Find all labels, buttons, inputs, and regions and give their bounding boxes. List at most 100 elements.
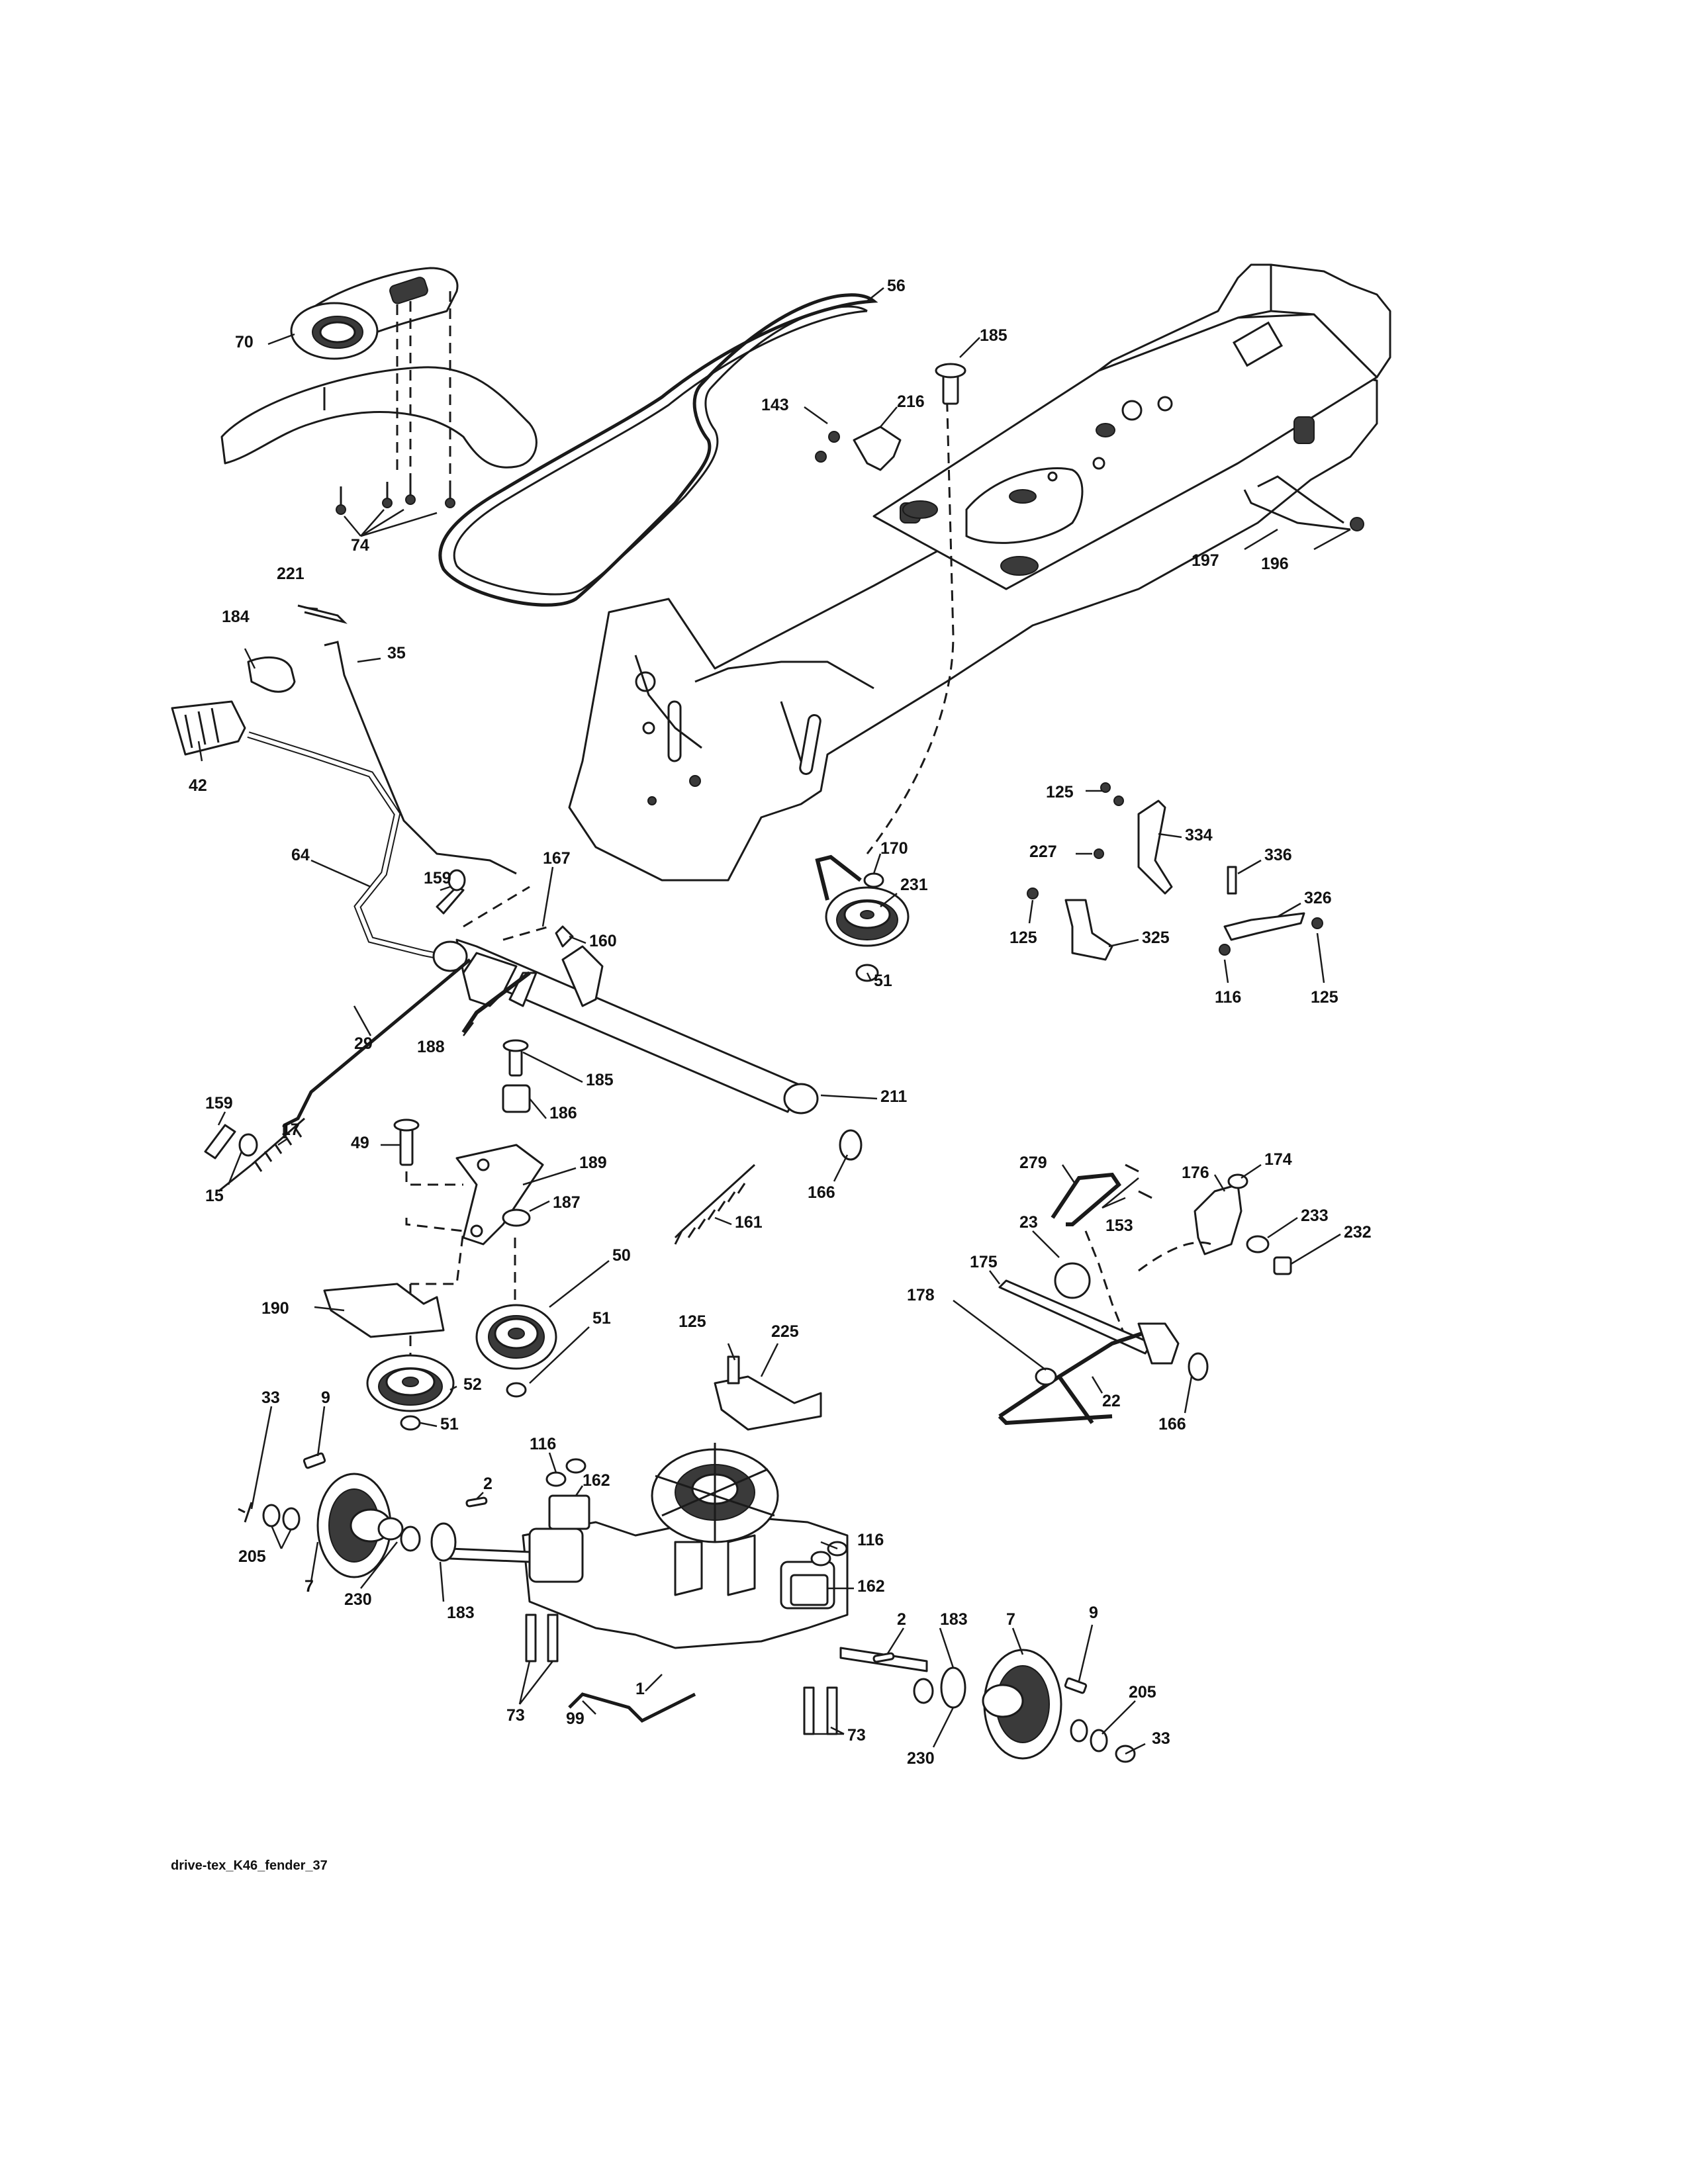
callout-225: 225 bbox=[771, 1322, 799, 1341]
pin-2-right bbox=[872, 1652, 895, 1663]
callout-326: 326 bbox=[1304, 889, 1332, 907]
callout-35: 35 bbox=[387, 644, 406, 662]
bracket-326 bbox=[1219, 866, 1323, 956]
callout-99: 99 bbox=[566, 1709, 585, 1728]
callout-125: 125 bbox=[1009, 929, 1037, 947]
callout-1: 1 bbox=[635, 1680, 645, 1698]
callout-2: 2 bbox=[897, 1610, 906, 1629]
callout-166: 166 bbox=[1158, 1415, 1186, 1433]
callout-22: 22 bbox=[1102, 1392, 1121, 1410]
callout-9: 9 bbox=[1089, 1604, 1098, 1622]
callout-183: 183 bbox=[447, 1604, 475, 1622]
bracket-216 bbox=[815, 426, 902, 471]
callout-334: 334 bbox=[1185, 826, 1213, 844]
callout-211: 211 bbox=[880, 1087, 907, 1106]
callout-15: 15 bbox=[205, 1187, 224, 1205]
callout-170: 170 bbox=[880, 839, 908, 858]
screw-74 bbox=[336, 477, 455, 515]
callout-187: 187 bbox=[553, 1193, 581, 1212]
callout-73: 73 bbox=[506, 1706, 525, 1725]
callout-190: 190 bbox=[261, 1299, 289, 1318]
callout-184: 184 bbox=[222, 608, 250, 626]
callout-23: 23 bbox=[1019, 1213, 1038, 1232]
callout-159: 159 bbox=[424, 869, 451, 887]
callout-162: 162 bbox=[857, 1577, 885, 1596]
callout-162: 162 bbox=[583, 1471, 610, 1490]
callout-49: 49 bbox=[351, 1134, 369, 1152]
callout-231: 231 bbox=[900, 876, 928, 894]
callout-33: 33 bbox=[1152, 1729, 1170, 1748]
callout-186: 186 bbox=[549, 1104, 577, 1122]
callout-116: 116 bbox=[530, 1435, 556, 1453]
bracket-325 bbox=[1027, 887, 1113, 961]
callout-205: 205 bbox=[1129, 1683, 1156, 1702]
callout-227: 227 bbox=[1029, 842, 1057, 861]
assembly-line bbox=[866, 383, 955, 854]
callout-143: 143 bbox=[761, 396, 789, 414]
leader-lines bbox=[197, 287, 1351, 1755]
idler-assembly bbox=[323, 854, 910, 1431]
callout-197: 197 bbox=[1192, 551, 1219, 570]
callout-279: 279 bbox=[1019, 1154, 1047, 1172]
callout-73: 73 bbox=[847, 1726, 866, 1745]
callout-185: 185 bbox=[980, 326, 1008, 345]
callout-50: 50 bbox=[612, 1246, 631, 1265]
callout-232: 232 bbox=[1344, 1223, 1372, 1242]
callout-153: 153 bbox=[1105, 1216, 1133, 1235]
callout-185: 185 bbox=[586, 1071, 614, 1089]
callout-160: 160 bbox=[589, 932, 617, 950]
callout-74: 74 bbox=[351, 536, 369, 555]
transaxle bbox=[449, 1443, 928, 1735]
brake-assembly bbox=[998, 1163, 1292, 1426]
callout-125: 125 bbox=[1311, 988, 1338, 1007]
callout-9: 9 bbox=[321, 1388, 330, 1407]
callout-176: 176 bbox=[1182, 1163, 1209, 1182]
callout-116: 116 bbox=[857, 1531, 884, 1549]
callout-196: 196 bbox=[1261, 555, 1289, 573]
callout-56: 56 bbox=[887, 277, 906, 295]
callout-178: 178 bbox=[907, 1286, 935, 1304]
hub-left bbox=[238, 1452, 457, 1578]
callout-125: 125 bbox=[679, 1312, 706, 1331]
callout-51: 51 bbox=[440, 1415, 459, 1433]
callout-7: 7 bbox=[305, 1577, 314, 1596]
fender bbox=[220, 267, 538, 490]
callout-221: 221 bbox=[277, 565, 305, 583]
callout-159: 159 bbox=[205, 1094, 233, 1113]
bracket-225 bbox=[714, 1355, 822, 1431]
callout-33: 33 bbox=[261, 1388, 280, 1407]
callout-161: 161 bbox=[735, 1213, 763, 1232]
callout-51: 51 bbox=[874, 972, 892, 990]
callout-64: 64 bbox=[291, 846, 310, 864]
callout-336: 336 bbox=[1264, 846, 1292, 864]
callout-52: 52 bbox=[463, 1375, 482, 1394]
callout-17: 17 bbox=[281, 1120, 300, 1139]
bracket-334 bbox=[1094, 782, 1173, 895]
callout-51: 51 bbox=[592, 1309, 611, 1328]
carriage-bolt-185 bbox=[935, 363, 966, 405]
callout-233: 233 bbox=[1301, 1206, 1329, 1225]
callout-175: 175 bbox=[970, 1253, 998, 1271]
drawing-id: drive-tex_K46_fender_37 bbox=[171, 1858, 328, 1873]
callout-230: 230 bbox=[344, 1590, 372, 1609]
callout-325: 325 bbox=[1142, 929, 1170, 947]
callout-166: 166 bbox=[808, 1183, 835, 1202]
callout-labels: 70 56 185 143 216 74 197 196 221 184 35 … bbox=[189, 277, 1372, 1768]
callout-70: 70 bbox=[235, 333, 254, 351]
callout-42: 42 bbox=[189, 776, 207, 795]
callout-189: 189 bbox=[579, 1154, 607, 1172]
callout-230: 230 bbox=[907, 1749, 935, 1768]
callout-174: 174 bbox=[1264, 1150, 1292, 1169]
hub-right bbox=[913, 1649, 1136, 1763]
callout-2: 2 bbox=[483, 1475, 492, 1493]
frame bbox=[568, 263, 1391, 882]
callout-29: 29 bbox=[354, 1034, 373, 1053]
callout-167: 167 bbox=[543, 849, 571, 868]
callout-116: 116 bbox=[1215, 988, 1241, 1007]
pin-2-left bbox=[465, 1496, 488, 1508]
callout-183: 183 bbox=[940, 1610, 968, 1629]
callout-205: 205 bbox=[238, 1547, 266, 1566]
callout-7: 7 bbox=[1006, 1610, 1015, 1629]
callout-125: 125 bbox=[1046, 783, 1074, 801]
